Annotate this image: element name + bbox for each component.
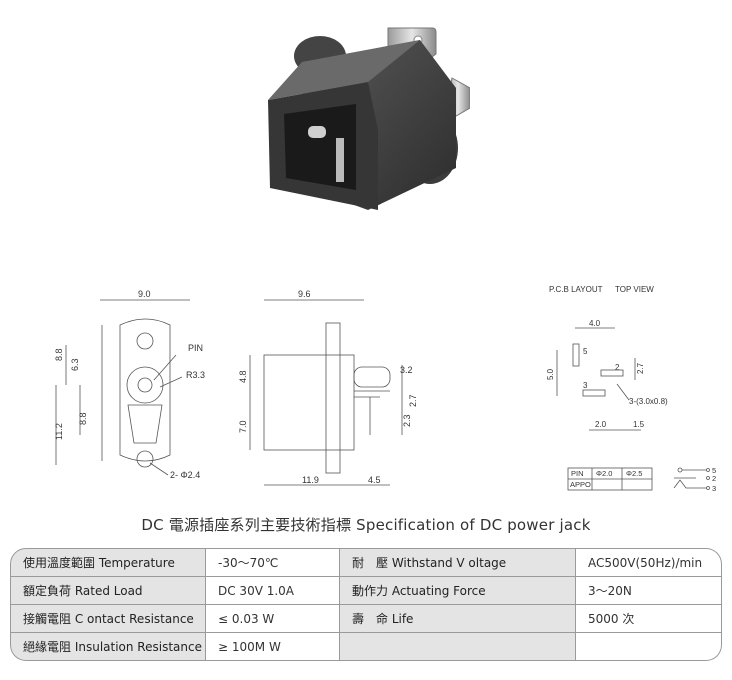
schematic-pin-3: 3: [712, 484, 716, 493]
pin-table-h0: PIN: [571, 469, 584, 478]
spec-label: 耐 壓 Withstand V oltage: [340, 548, 576, 577]
spec-row: 絕緣電阻 Insulation Resistance ≥ 100M W: [10, 633, 722, 661]
front-dim-h4: 11.2: [54, 423, 64, 440]
front-dim-h3: 8.8: [78, 412, 88, 425]
spec-value: DC 30V 1.0A: [206, 577, 340, 605]
schematic-pin-2: 2: [712, 474, 716, 483]
side-dim-h2: 7.0: [238, 420, 248, 433]
side-dim-d1: 3.2: [400, 365, 413, 375]
spec-value: [576, 633, 722, 661]
spec-value: AC500V(50Hz)/min: [576, 548, 722, 577]
pcb-dim-bottom1: 2.0: [595, 420, 607, 429]
spec-label: 額定負荷 Rated Load: [10, 577, 206, 605]
spec-value: 3～20N: [576, 577, 722, 605]
spec-table: 使用溫度範圍 Temperature -30～70℃ 耐 壓 Withstand…: [10, 548, 722, 661]
pcb-pad2: 2: [615, 363, 620, 372]
pcb-pad5: 5: [583, 347, 588, 356]
spec-label: 使用溫度範圍 Temperature: [10, 548, 206, 577]
spec-value: ≥ 100M W: [206, 633, 340, 661]
front-dim-h2: 8.8: [54, 348, 64, 361]
spec-value: -30～70℃: [206, 548, 340, 577]
spec-value: 5000 次: [576, 605, 722, 633]
pin-schematic: 5 2 3: [673, 466, 716, 493]
pcb-dim-bottom2: 1.5: [633, 420, 645, 429]
spec-title: DC 電源插座系列主要技術指標 Specification of DC powe…: [141, 516, 591, 534]
spec-value: ≤ 0.03 W: [206, 605, 340, 633]
product-photo: [268, 27, 470, 210]
side-view-drawing: 9.6 4.8 7.0 3.2 2.7 2.3 11.9 4.5: [238, 289, 418, 486]
front-view-drawing: 9.0 8.8 6.3 8.8 11.2 PIN R3.3 2- Φ2.4: [54, 289, 205, 480]
front-label-radius: R3.3: [186, 370, 205, 380]
spec-table-wrapper: 使用溫度範圍 Temperature -30～70℃ 耐 壓 Withstand…: [10, 548, 722, 672]
pin-table-h1: Φ2.0: [596, 469, 612, 478]
spec-row: 使用溫度範圍 Temperature -30～70℃ 耐 壓 Withstand…: [10, 548, 722, 577]
pcb-dim-right: 2.7: [636, 362, 645, 374]
front-dim-h1: 6.3: [70, 358, 80, 371]
pcb-heading2: TOP VIEW: [615, 285, 654, 294]
pin-table: PIN Φ2.0 Φ2.5 APPO 5 2 3: [567, 466, 716, 493]
side-dim-base1: 11.9: [302, 475, 319, 485]
spec-row: 額定負荷 Rated Load DC 30V 1.0A 動作力 Actuatin…: [10, 577, 722, 605]
spec-label: 壽 命 Life: [340, 605, 576, 633]
pcb-heading1: P.C.B LAYOUT: [549, 285, 603, 294]
side-dim-base2: 4.5: [368, 475, 381, 485]
front-dim-width: 9.0: [138, 289, 151, 299]
pcb-layout-drawing: P.C.B LAYOUT TOP VIEW 4.0 5.0 5 2 3 2.7 …: [546, 285, 668, 431]
spec-label: [340, 633, 576, 661]
pcb-pad3: 3: [583, 381, 588, 390]
side-dim-d2: 2.7: [408, 394, 418, 407]
schematic-pin-5: 5: [712, 466, 716, 475]
pin-table-h2: Φ2.5: [626, 469, 642, 478]
pcb-dim-left: 5.0: [546, 368, 555, 380]
side-dim-d3: 2.3: [402, 414, 412, 427]
pcb-dim-top: 4.0: [589, 319, 601, 328]
side-dim-h1: 4.8: [238, 370, 248, 383]
front-label-pin: PIN: [188, 343, 203, 353]
pin-table-r2c0: APPO: [570, 480, 591, 489]
side-dim-width: 9.6: [298, 289, 311, 299]
spec-label: 絕緣電阻 Insulation Resistance: [10, 633, 206, 661]
spec-label: 接觸電阻 C ontact Resistance: [10, 605, 206, 633]
spec-row: 接觸電阻 C ontact Resistance ≤ 0.03 W 壽 命 Li…: [10, 605, 722, 633]
pcb-slot-note: 3-(3.0x0.8): [629, 397, 668, 406]
spec-label: 動作力 Actuating Force: [340, 577, 576, 605]
front-label-holes: 2- Φ2.4: [170, 470, 200, 480]
